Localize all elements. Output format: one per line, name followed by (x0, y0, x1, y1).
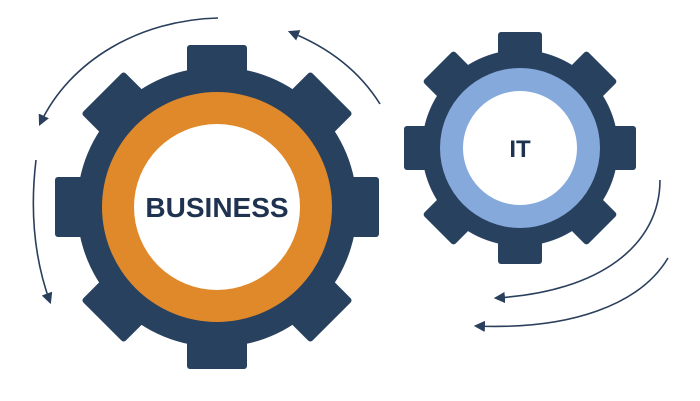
rotation-arrows (32, 17, 669, 332)
business-left-arrow (32, 159, 53, 305)
it-lower-arrow-2 (473, 257, 669, 332)
it-gear-body-tooth (606, 126, 636, 170)
business-gear-label: BUSINESS (145, 192, 288, 223)
business-gear-body-tooth (345, 177, 379, 237)
business-to-it-arrow (287, 30, 381, 105)
it-gear-body-tooth (423, 51, 474, 102)
business-gear-body-tooth (287, 277, 352, 342)
business-gear-body-tooth (82, 277, 147, 342)
it-gear-body-tooth (423, 194, 474, 245)
business-gear-body-tooth (55, 177, 89, 237)
it-gear-center (463, 91, 577, 205)
business-top-arrow (38, 17, 219, 127)
it-gear-body-tooth (566, 51, 617, 102)
business-gear-center (134, 124, 300, 290)
business-gear-body-tooth (187, 45, 247, 79)
it-gear-label: IT (509, 136, 531, 163)
business-gear-body-tooth (82, 72, 147, 137)
business-gear-body-tooth (287, 72, 352, 137)
it-gear-body-tooth (566, 194, 617, 245)
it-gear-body-tooth (498, 32, 542, 62)
it-gear-body-tooth (498, 234, 542, 264)
it-gear-body-tooth (404, 126, 434, 170)
business-gear: BUSINESS (55, 45, 379, 369)
it-gear: IT (404, 32, 636, 264)
it-lower-arrow-1 (493, 179, 661, 304)
business-gear-body-tooth (187, 335, 247, 369)
